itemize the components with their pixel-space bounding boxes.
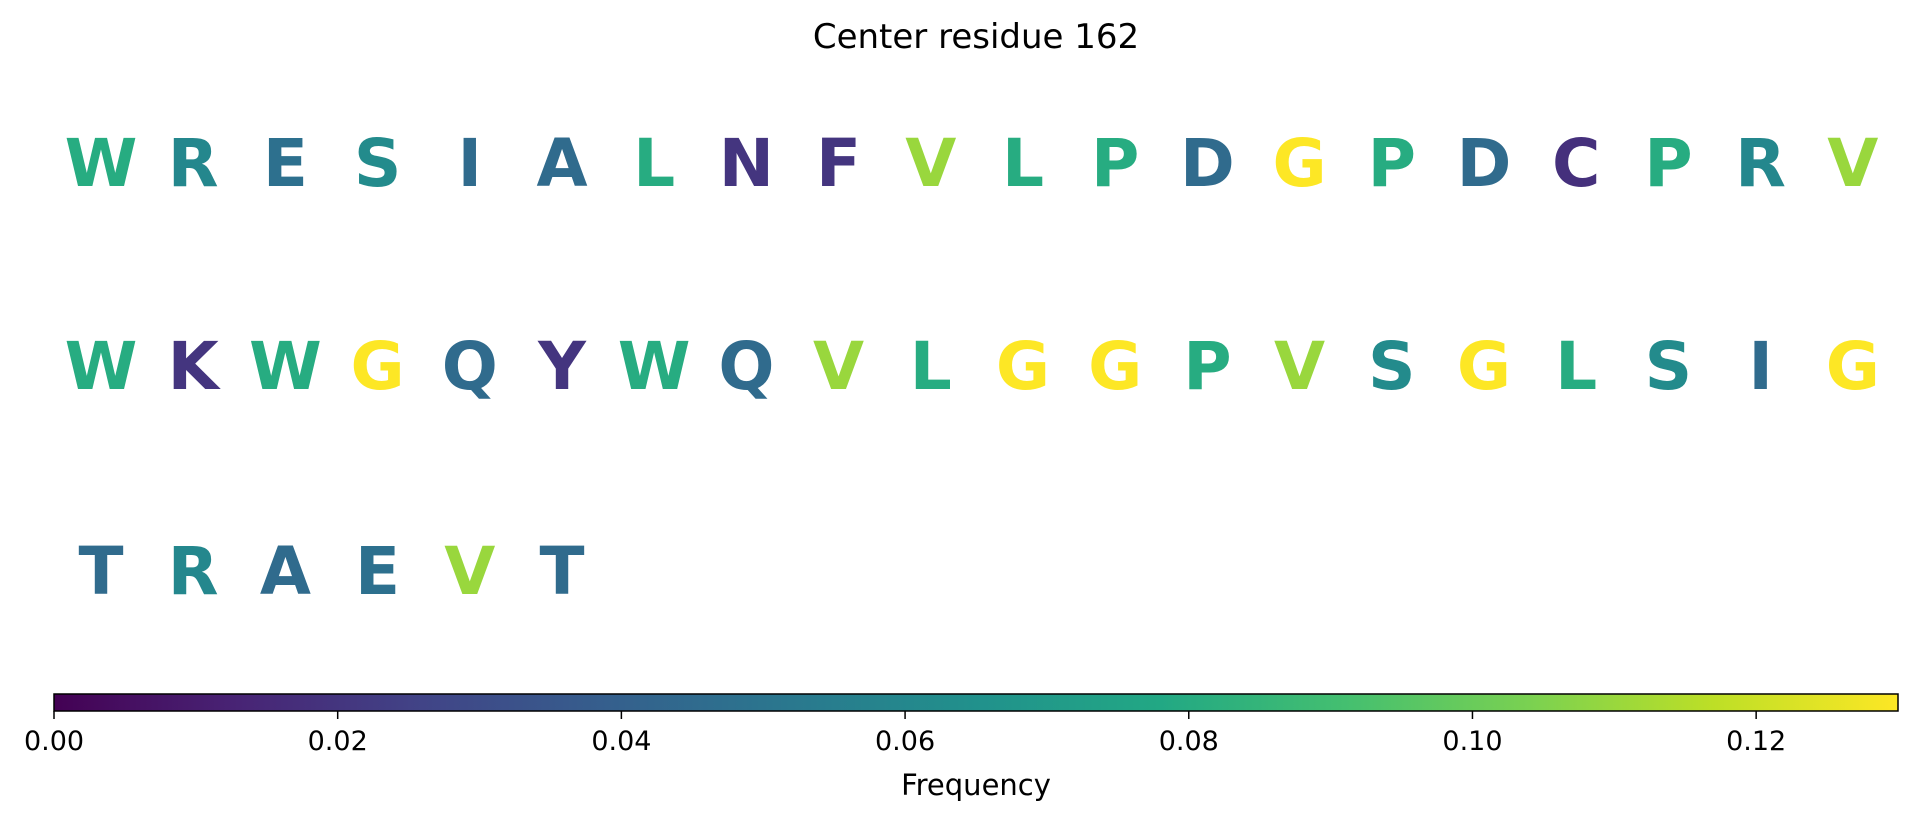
- chart-title: Center residue 162: [813, 17, 1139, 57]
- residue-letter: G: [1273, 125, 1327, 202]
- residue-letter: A: [260, 533, 311, 610]
- residue-letter: K: [168, 328, 222, 405]
- residue-letter: G: [1826, 328, 1880, 405]
- residue-letter: G: [1088, 328, 1142, 405]
- residue-letter: P: [1368, 125, 1416, 202]
- colorbar-ticks: 0.00 0.02 0.04 0.06 0.08 0.10 0.12: [24, 711, 1786, 757]
- residue-letter: P: [1091, 125, 1139, 202]
- colorbar-gradient: [53, 693, 1899, 712]
- colorbar-tick-label: 0.04: [591, 726, 651, 757]
- colorbar-label: Frequency: [901, 768, 1051, 802]
- residue-letter: V: [1274, 328, 1325, 405]
- residue-letter: R: [1735, 125, 1786, 202]
- residue-letter: T: [539, 533, 584, 610]
- residue-letter: L: [1555, 328, 1597, 405]
- colorbar: 0.00 0.02 0.04 0.06 0.08 0.10 0.12 Frequency: [24, 693, 1899, 802]
- residue-letter: G: [1457, 328, 1511, 405]
- residue-letter: S: [354, 125, 402, 202]
- residue-letter: E: [263, 125, 308, 202]
- residue-letter: R: [168, 125, 219, 202]
- residue-letter: I: [1748, 328, 1773, 405]
- residue-letter: Y: [537, 328, 587, 405]
- residue-letter: G: [351, 328, 405, 405]
- colorbar-tick-label: 0.10: [1442, 726, 1502, 757]
- residue-letter: Q: [442, 328, 498, 405]
- residue-letter: L: [1002, 125, 1044, 202]
- residue-letter: C: [1552, 125, 1600, 202]
- residue-letter: V: [813, 328, 864, 405]
- colorbar-tick-label: 0.02: [308, 726, 368, 757]
- residue-letter: V: [444, 533, 495, 610]
- residue-letter: V: [905, 125, 956, 202]
- residue-letter: D: [1180, 125, 1235, 202]
- residue-letter: R: [168, 533, 219, 610]
- residue-letter: E: [355, 533, 400, 610]
- residue-letter: W: [65, 328, 138, 405]
- residue-letter: I: [458, 125, 483, 202]
- residue-letter: S: [1368, 328, 1416, 405]
- residue-letter: L: [910, 328, 952, 405]
- residue-letter: P: [1183, 328, 1231, 405]
- residue-letter: S: [1645, 328, 1693, 405]
- colorbar-tick-label: 0.12: [1726, 726, 1786, 757]
- colorbar-tick-label: 0.08: [1159, 726, 1219, 757]
- residue-letter: L: [633, 125, 675, 202]
- residue-letter: V: [1827, 125, 1878, 202]
- colorbar-tick-label: 0.00: [24, 726, 84, 757]
- residue-letter: A: [536, 125, 587, 202]
- residue-letter: W: [618, 328, 691, 405]
- residue-letter: G: [996, 328, 1050, 405]
- colorbar-tick-label: 0.06: [875, 726, 935, 757]
- residue-letter: W: [65, 125, 138, 202]
- residue-letter: D: [1457, 125, 1512, 202]
- residue-letter: F: [816, 125, 861, 202]
- residue-letter: P: [1644, 125, 1692, 202]
- residue-letter: W: [249, 328, 322, 405]
- residue-letter: Q: [718, 328, 774, 405]
- residue-letter: T: [78, 533, 123, 610]
- residue-letter: N: [719, 125, 774, 202]
